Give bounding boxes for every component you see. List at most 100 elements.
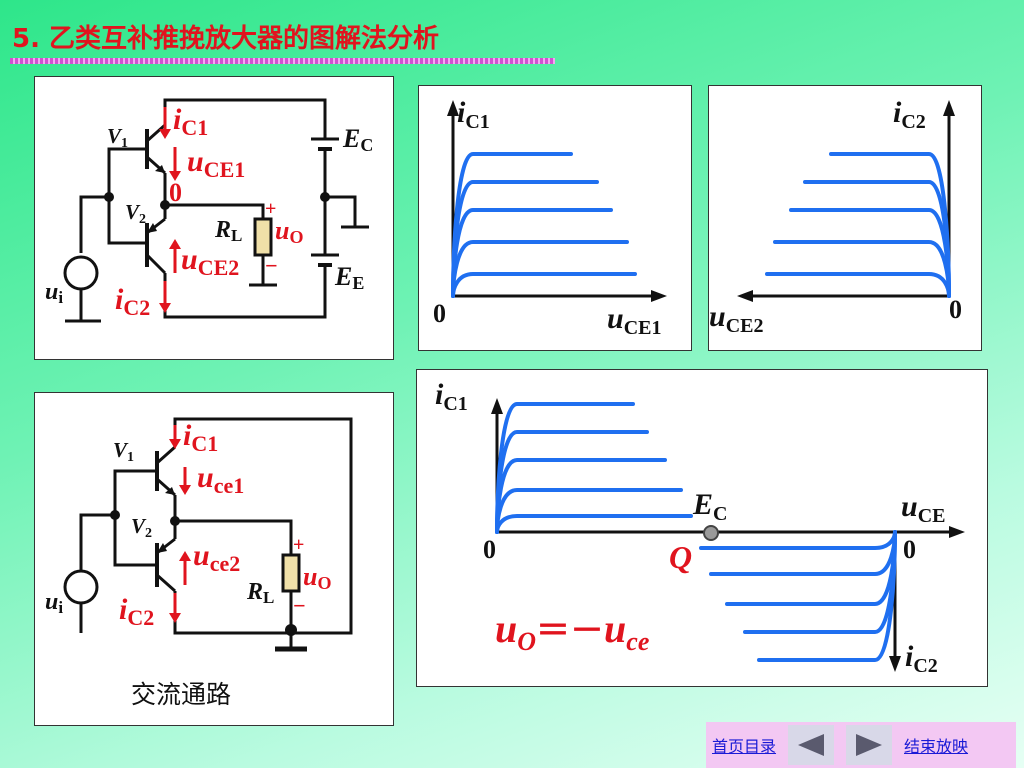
v2-collector (156, 573, 176, 593)
v2-x-axis-label: uCE2 (709, 300, 763, 337)
v2-label: V2 (131, 514, 152, 541)
junction-dot (110, 510, 120, 520)
uo-plus-sign: + (293, 534, 304, 556)
uo-minus-sign: − (293, 593, 306, 618)
ic1-arrowhead (169, 439, 181, 449)
combined-v2-curve (699, 530, 897, 550)
combined-v2-curve (725, 530, 897, 606)
combined-origin-right: 0 (903, 535, 916, 564)
v2-collector (145, 253, 167, 275)
v1-origin-label: 0 (433, 299, 446, 328)
v1-characteristic-curve (451, 208, 613, 298)
load-top-wire (175, 519, 293, 555)
v1-collector (156, 445, 176, 465)
uce1-arrowhead (179, 485, 191, 495)
v2-label: V2 (125, 200, 146, 227)
load-top-wire (165, 203, 265, 219)
junction-dot (170, 516, 180, 526)
ic2-label: iC2 (119, 593, 154, 630)
junction-dot (104, 192, 114, 202)
rl-resistor (253, 217, 273, 257)
v2-characteristic-curve (765, 272, 951, 298)
home-link[interactable]: 首页目录 (712, 737, 777, 756)
end-show-link[interactable]: 结束放映 (904, 737, 969, 756)
ui-label: ui (45, 279, 63, 307)
ec-label: EC (342, 124, 373, 155)
next-button[interactable] (846, 725, 893, 765)
input-wire (79, 195, 109, 253)
v1-x-axis-arrowhead (651, 290, 667, 302)
v1-emitter-arrow (165, 487, 175, 495)
input-wire (79, 513, 115, 571)
uo-label: uO (303, 562, 331, 593)
uce1-label: uCE1 (187, 145, 245, 182)
ic2-arrowhead (159, 303, 171, 313)
ui-label: ui (45, 589, 63, 617)
ic1-arrowhead (159, 129, 171, 139)
base-connection-wire (107, 147, 147, 245)
v2-y-axis-arrowhead (943, 100, 955, 116)
combined-v2-curve (757, 530, 897, 662)
combined-y1-axis-arrowhead (491, 398, 503, 414)
ui-source-icon (63, 569, 99, 605)
q-point-label: Q (669, 539, 692, 575)
zero-label: 0 (169, 178, 182, 207)
v1-characteristic-curve (451, 272, 637, 298)
page-title: 5. 乙类互补推挽放大器的图解法分析 (12, 24, 440, 54)
v1-characteristic-chart: iC1 0 uCE1 (433, 96, 667, 339)
junction-dot (320, 192, 330, 202)
v1-collector (146, 123, 166, 143)
rl-resistor (281, 553, 301, 593)
slide-nav-bar: 首页目录 结束放映 (706, 722, 1016, 768)
v1-y-axis-arrowhead (447, 100, 459, 116)
uce2-label: uCE2 (181, 243, 239, 280)
rl-label: RL (246, 579, 274, 607)
uce2-arrowhead (169, 239, 181, 249)
output-equation: uO＝－uce (495, 606, 649, 656)
junction-dot (285, 624, 297, 636)
left-arrow-icon (798, 734, 825, 756)
ic1-label: iC1 (183, 419, 218, 456)
v1-x-axis-label: uCE1 (607, 302, 661, 339)
combined-y2-axis-arrowhead (889, 656, 901, 672)
uo-plus-sign: + (265, 198, 276, 220)
v2-characteristic-curve (789, 208, 951, 298)
uo-label: uO (275, 216, 303, 247)
v2-emitter-arrow (157, 543, 167, 553)
combined-v1-curve (495, 488, 683, 534)
combined-v1-curve (495, 514, 693, 534)
v2-x-axis-arrowhead (737, 290, 753, 302)
ic2-label: iC2 (115, 283, 150, 320)
combined-v1-curve (495, 458, 667, 534)
ac-outer-loop-wire (173, 417, 353, 635)
ee-label: EE (334, 262, 364, 293)
ec-point-label: EC (692, 488, 727, 525)
uo-minus-sign: − (265, 253, 278, 278)
v1-characteristic-curve (451, 180, 599, 298)
junction-dot (160, 200, 170, 210)
right-arrow-icon (856, 734, 883, 756)
v1-characteristic-curve (451, 240, 629, 298)
combined-x-axis-arrowhead (949, 526, 965, 538)
v1-characteristic-curve (451, 152, 573, 298)
ui-source-icon (63, 255, 99, 291)
prev-button[interactable] (788, 725, 835, 765)
combined-x-label: uCE (901, 490, 945, 527)
combined-y2-label: iC2 (905, 640, 938, 677)
dc-circuit-panel: V1 V2 iC1 uCE1 0 uCE2 iC2 EC EE RL uO + … (34, 76, 394, 360)
combined-v1-curve (495, 402, 635, 534)
uce2-arrowhead (179, 551, 191, 561)
combined-characteristic-chart: iC1 iC2 uCE EC Q 0 0 uO＝－uce (435, 378, 965, 677)
v1-y-axis-label: iC1 (457, 96, 490, 133)
v1-characteristic-panel: iC1 0 uCE1 (418, 85, 692, 351)
combined-characteristic-panel: iC1 iC2 uCE EC Q 0 0 uO＝－uce (416, 369, 988, 687)
v2-characteristic-panel: iC2 0 uCE2 (708, 85, 982, 351)
ac-circuit-diagram: V1 V2 iC1 uce1 uce2 iC2 RL uO + − ui 交流通… (45, 417, 353, 709)
dc-circuit-diagram: V1 V2 iC1 uCE1 0 uCE2 iC2 EC EE RL uO + … (45, 98, 373, 323)
q-point-marker (703, 525, 719, 541)
v1-emitter-arrow (155, 165, 165, 173)
combined-y1-label: iC1 (435, 378, 468, 415)
v2-characteristic-curve (803, 180, 951, 298)
title-underline (10, 58, 555, 64)
uce1-label: uce1 (197, 461, 244, 498)
